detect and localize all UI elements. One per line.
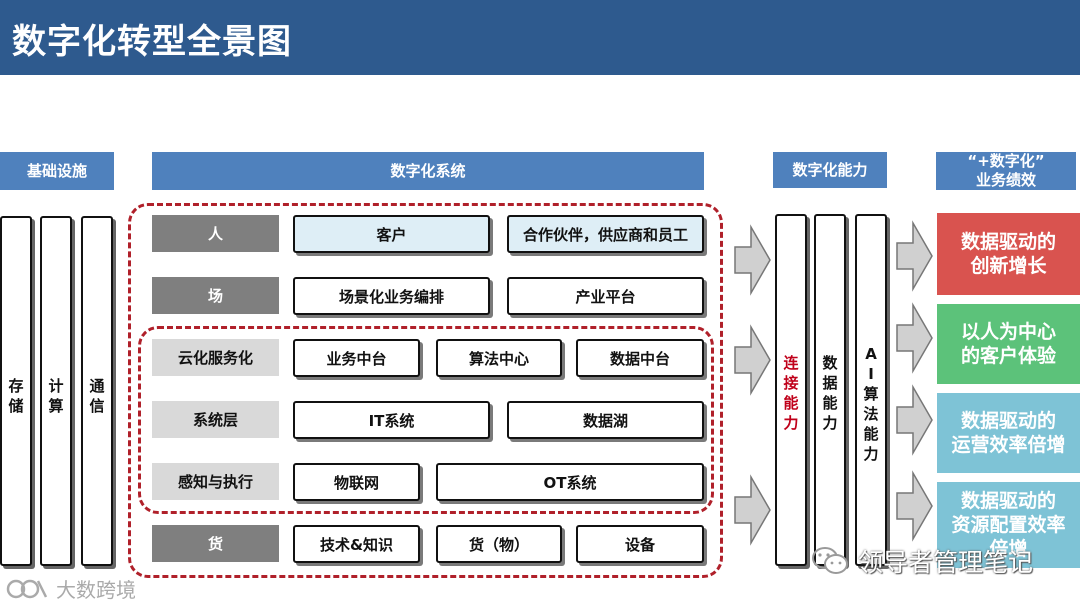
result-innovation-growth-line1: 数据驱动的 (960, 231, 1056, 253)
arrow-right-icon (896, 302, 933, 374)
item-tech-knowledge: 技术&知识 (293, 525, 420, 563)
item-ot-system: OT系统 (436, 463, 704, 501)
watermark-bottom-right: 领导者管理笔记 (810, 543, 1033, 579)
item-scenario-orchestration: 场景化业务编排 (293, 277, 490, 315)
item-iot: 物联网 (293, 463, 420, 501)
arrow-right-icon (734, 474, 771, 546)
capability-data: 数据能力 (814, 214, 846, 566)
watermark-bottom-left-text: 大数跨境 (56, 578, 136, 602)
header-performance-line2: 业务绩效 (975, 171, 1036, 189)
arrow-right-icon (896, 470, 933, 542)
capability-ai: AI算法能力 (855, 214, 887, 566)
arrows-right (896, 220, 933, 542)
arrow-right-icon (734, 224, 771, 296)
arrow-right-icon (896, 384, 933, 456)
category-goods: 货 (152, 525, 279, 562)
capability-connect: 连接能力 (775, 214, 807, 566)
result-innovation-growth-line2: 创新增长 (970, 255, 1047, 277)
header-digital-system: 数字化系统 (152, 152, 704, 190)
watermark-bottom-right-text: 领导者管理笔记 (858, 548, 1034, 577)
item-industry-platform: 产业平台 (507, 277, 704, 315)
title-bar: 数字化转型全景图 (0, 0, 1080, 75)
header-performance-line1: “+数字化” (967, 152, 1045, 170)
item-customer: 客户 (293, 215, 490, 253)
brand-logo-icon (6, 579, 48, 598)
item-data-lake: 数据湖 (507, 401, 704, 439)
infra-storage: 存储 (0, 216, 32, 566)
item-equipment: 设备 (576, 525, 704, 563)
item-it-system: IT系统 (293, 401, 490, 439)
result-resource-efficiency-line1: 数据驱动的 (960, 490, 1056, 512)
capability-ai-label: AI算法能力 (863, 345, 879, 463)
item-partners: 合作伙伴，供应商和员工 (507, 215, 704, 253)
result-innovation-growth: 数据驱动的 创新增长 (937, 213, 1080, 295)
digital-system-inner-border (138, 326, 714, 514)
result-customer-experience-line1: 以人为中心 (960, 321, 1056, 343)
item-business-middle: 业务中台 (293, 339, 420, 377)
item-data-middle: 数据中台 (576, 339, 704, 377)
infra-communication-label: 通信 (89, 377, 105, 415)
result-customer-experience-line2: 的客户体验 (960, 345, 1056, 367)
capability-data-label: 数据能力 (822, 354, 838, 432)
infra-compute: 计算 (40, 216, 72, 566)
category-perception: 感知与执行 (152, 463, 279, 500)
arrow-right-icon (896, 220, 933, 292)
header-infrastructure: 基础设施 (0, 152, 114, 190)
infra-storage-label: 存储 (8, 377, 24, 415)
capability-connect-label: 连接能力 (783, 354, 799, 432)
header-performance: “+数字化” 业务绩效 (936, 152, 1076, 190)
result-operational-efficiency-line1: 数据驱动的 (960, 410, 1056, 432)
item-goods-things: 货（物） (436, 525, 562, 563)
category-people: 人 (152, 215, 279, 252)
digital-system-outer-border (128, 203, 723, 578)
item-algorithm-center: 算法中心 (436, 339, 562, 377)
result-resource-efficiency-line2: 资源配置效率倍增 (951, 514, 1066, 560)
result-resource-efficiency: 数据驱动的 资源配置效率倍增 (937, 482, 1080, 568)
infra-compute-label: 计算 (48, 377, 64, 415)
watermark-bottom-left: 大数跨境 (6, 574, 136, 603)
result-operational-efficiency: 数据驱动的 运营效率倍增 (937, 393, 1080, 473)
category-cloud-service: 云化服务化 (152, 339, 279, 376)
wechat-icon (812, 547, 848, 574)
result-customer-experience: 以人为中心 的客户体验 (937, 304, 1080, 384)
header-digital-capability: 数字化能力 (773, 152, 887, 188)
arrow-right-icon (734, 324, 771, 396)
infra-communication: 通信 (81, 216, 113, 566)
page-title: 数字化转型全景图 (12, 22, 292, 62)
arrows-left (734, 224, 771, 546)
category-scene: 场 (152, 277, 279, 314)
category-system-layer: 系统层 (152, 401, 279, 438)
result-operational-efficiency-line2: 运营效率倍增 (951, 434, 1066, 456)
